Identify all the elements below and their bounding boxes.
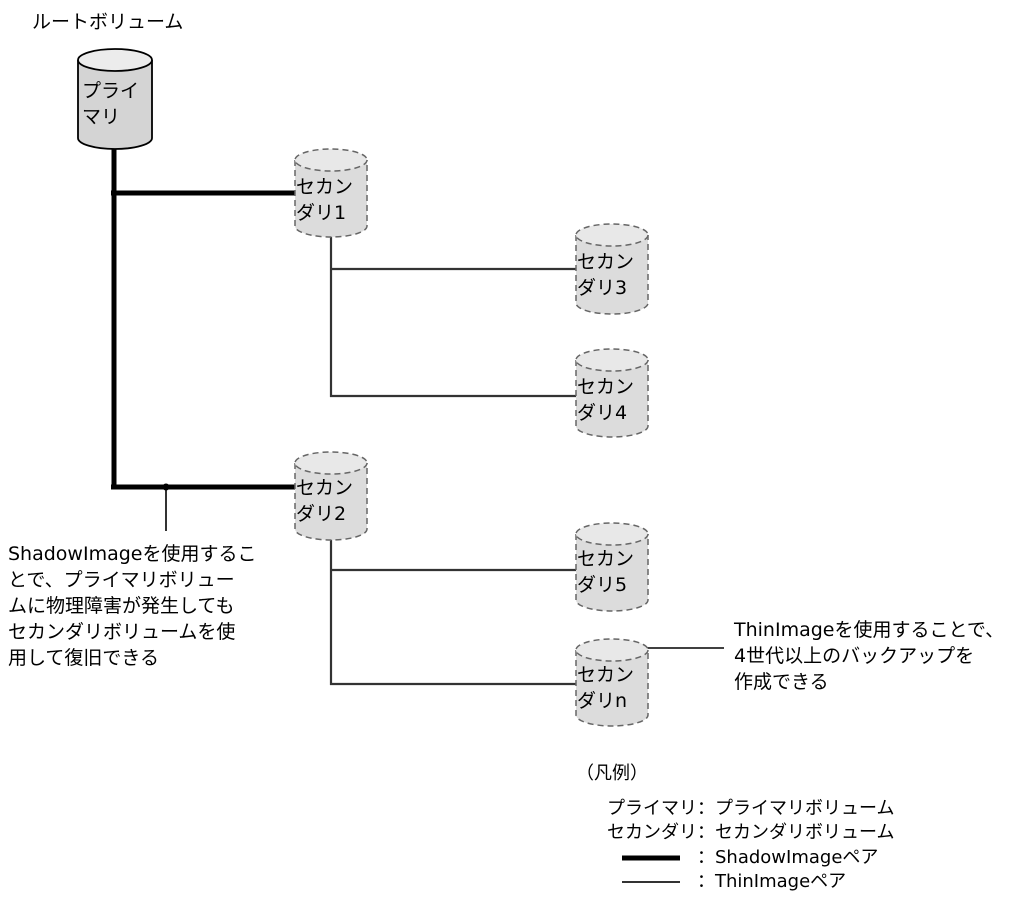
secondary-volume-3-label-line2: ダリ3: [577, 277, 627, 299]
legend-thinimage-desc: ：ThinImageペア: [697, 871, 846, 892]
shadowimage-annotation-line1: ShadowImageを使用するこ: [8, 543, 256, 565]
secondary-volume-5-label-line1: セカン: [577, 548, 634, 570]
thinimage-annotation-line2: 4世代以上のバックアップを: [734, 645, 974, 667]
thinimage-pair-lines: [329, 235, 577, 686]
thinimage-annotation-line3: 作成できる: [734, 671, 829, 693]
shadowimage-annotation-line2: とで、プライマリボリュー: [8, 569, 235, 591]
secondary-volume-1: セカン ダリ1: [294, 148, 368, 238]
root-volume-label: ルートボリューム: [32, 11, 183, 33]
legend: （凡例） プライマリ ：プライマリボリューム セカンダリ ：セカンダリボリューム…: [576, 763, 894, 892]
thinimage-annotation: ThinImageを使用することで、 4世代以上のバックアップを 作成できる: [733, 619, 1004, 693]
primary-volume-label-line2: マリ: [82, 106, 120, 128]
shadowimage-annotation-leader: [162, 483, 170, 531]
secondary-volume-2: セカン ダリ2: [294, 451, 368, 541]
legend-secondary-desc: ：セカンダリボリューム: [697, 822, 894, 843]
shadowimage-pair-lines: [111, 136, 296, 490]
secondary-volume-2-label-line2: ダリ2: [296, 503, 346, 525]
secondary-volume-4: セカン ダリ4: [575, 348, 649, 438]
shadowimage-annotation: ShadowImageを使用するこ とで、プライマリボリュー ムに物理障害が発生…: [8, 543, 256, 669]
secondary-volume-4-label-line1: セカン: [577, 376, 634, 398]
secondary-volume-4-label-line2: ダリ4: [577, 402, 627, 424]
primary-volume: プライ マリ: [77, 48, 153, 150]
legend-secondary-term: セカンダリ: [607, 822, 697, 843]
thinimage-annotation-line1: ThinImageを使用することで、: [733, 619, 1004, 641]
secondary-volume-5-label-line2: ダリ5: [577, 574, 627, 596]
shadowimage-annotation-line4: セカンダリボリュームを使: [8, 621, 235, 643]
shadowimage-annotation-line3: ムに物理障害が発生しても: [8, 595, 234, 617]
shadowimage-annotation-line5: 用して復旧できる: [8, 647, 159, 669]
secondary-volume-1-label-line2: ダリ1: [296, 202, 346, 224]
secondary-volume-n-label-line1: セカン: [577, 664, 634, 686]
secondary-volume-n: セカン ダリn: [575, 638, 649, 727]
secondary-volume-n-label-line2: ダリn: [577, 690, 627, 712]
secondary-volume-2-label-line1: セカン: [296, 477, 353, 499]
legend-title: （凡例）: [576, 763, 648, 784]
secondary-volume-3-label-line1: セカン: [577, 251, 634, 273]
legend-primary-desc: ：プライマリボリューム: [697, 798, 894, 819]
primary-volume-label-line1: プライ: [82, 80, 139, 102]
legend-primary-term: プライマリ: [607, 798, 697, 819]
secondary-volume-1-label-line1: セカン: [296, 176, 353, 198]
legend-shadowimage-desc: ：ShadowImageペア: [697, 847, 878, 868]
secondary-volume-3: セカン ダリ3: [575, 223, 649, 315]
secondary-volume-5: セカン ダリ5: [575, 522, 649, 612]
